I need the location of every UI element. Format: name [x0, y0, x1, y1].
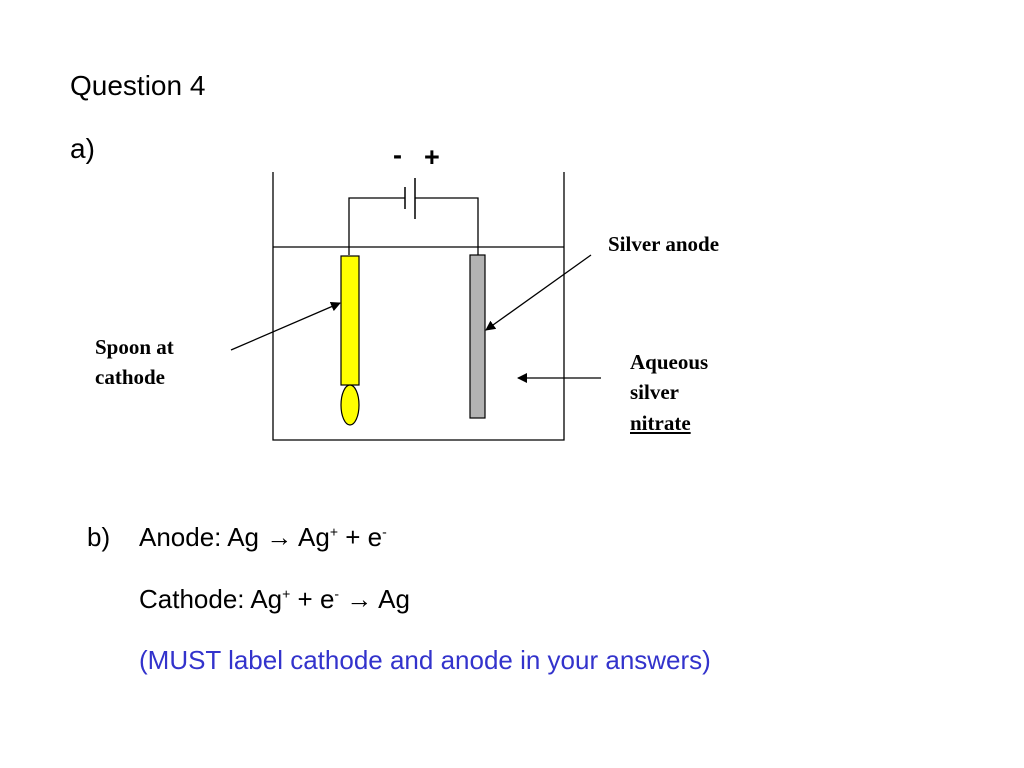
anode-eq-plus-charge: +: [329, 523, 339, 540]
solution-label-line3: nitrate: [630, 411, 691, 435]
beaker: [272, 172, 565, 441]
spoon-label-line2: cathode: [95, 365, 165, 389]
anode-eq-minus-charge: -: [382, 523, 387, 540]
anode-eq-prefix: Anode: Ag: [139, 522, 267, 552]
spoon-handle: [340, 255, 360, 386]
part-b-label: b): [87, 522, 111, 552]
cathode-eq-electron: + e: [290, 584, 335, 614]
solution-label-line2: silver: [630, 380, 679, 404]
question-title: Question 4: [70, 70, 206, 101]
cathode-eq-plus-charge: +: [282, 585, 291, 602]
anode-pointer-arrow: [485, 254, 592, 331]
silver-anode-rod: [469, 254, 486, 419]
spoon-pointer-arrow: [230, 301, 341, 351]
solution-label-line1: Aqueous: [630, 350, 709, 374]
wire-right: [415, 197, 479, 255]
cathode-eq-minus-charge: -: [334, 585, 340, 602]
anode-equation: Anode: Ag → Ag+ + e-: [139, 522, 387, 553]
negative-terminal-label: -: [393, 140, 402, 170]
anode-eq-arrow: →: [266, 522, 293, 552]
wire-left: [348, 197, 405, 255]
spoon-bowl: [340, 384, 360, 426]
anode-eq-product: Ag: [292, 522, 330, 552]
cathode-eq-prefix: Cathode: Ag: [139, 584, 283, 614]
cathode-equation: Cathode: Ag+ + e- → Ag: [139, 584, 410, 615]
spoon-label-line1: Spoon at: [95, 335, 174, 359]
anode-eq-electron: + e: [338, 522, 383, 552]
instruction-note: (MUST label cathode and anode in your an…: [139, 645, 711, 675]
silver-anode-label: Silver anode: [608, 232, 720, 256]
part-a-label: a): [70, 133, 95, 164]
cathode-eq-arrow: →: [339, 584, 373, 614]
cathode-eq-product: Ag: [372, 584, 410, 614]
positive-terminal-label: +: [424, 142, 440, 172]
